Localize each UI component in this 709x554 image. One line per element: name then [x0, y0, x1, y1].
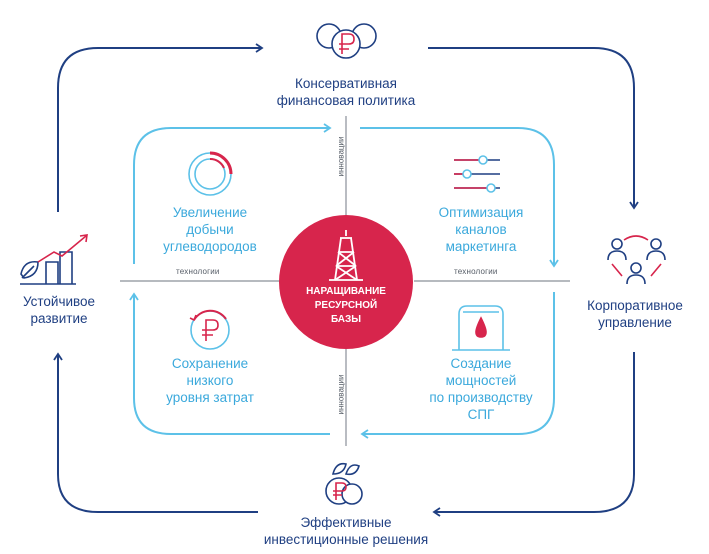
inner-cycle	[129, 123, 559, 439]
inner-label-line: маркетинга	[445, 239, 517, 254]
lng-tank-icon	[452, 305, 510, 351]
outer-label-line: Эффективные	[300, 515, 392, 530]
outer-label-line: Корпоративное	[587, 298, 683, 313]
axis-lines	[120, 116, 570, 446]
outer-label-line: инвестиционные решения	[263, 532, 429, 547]
inner-label-line: уровня затрат	[166, 390, 254, 405]
outer-label-line: управление	[598, 315, 672, 330]
outer-arrow-top-left	[57, 43, 264, 212]
outer-label-bottom: Эффективные инвестиционные решения	[236, 514, 456, 548]
outer-label-line: финансовая политика	[276, 93, 416, 108]
outer-label-line: развитие	[30, 311, 88, 326]
inner-label-top-left: Увеличение добычи углеводородов	[150, 204, 270, 255]
inner-label-line: Сохранение	[171, 356, 249, 371]
inner-label-line: Создание	[450, 356, 512, 371]
inner-label-line: добычи	[186, 222, 234, 237]
outer-label-left: Устойчивое развитие	[4, 293, 114, 327]
outer-arrow-bottom-right	[432, 352, 635, 517]
axis-label-top: инновации	[336, 136, 346, 177]
outer-label-line: Консервативная	[295, 76, 397, 91]
inner-label-bottom-left: Сохранение низкого уровня затрат	[148, 355, 272, 406]
sliders-icon	[454, 155, 500, 193]
production-ring-icon	[188, 151, 233, 196]
inner-label-top-right: Оптимизация каналов маркетинга	[418, 204, 544, 255]
axis-label-right: технологии	[454, 267, 498, 276]
inner-label-line: СПГ	[467, 407, 495, 422]
oil-rig-icon	[329, 230, 363, 281]
outer-cycle	[53, 43, 639, 517]
inner-arrow-bottom-left	[129, 292, 330, 435]
inner-label-line: Увеличение	[172, 205, 248, 220]
people-network-icon	[607, 235, 666, 285]
inner-label-line: Оптимизация	[438, 205, 524, 220]
inner-label-line: каналов	[455, 222, 507, 237]
center-label-line: НАРАЩИВАНИЕ	[306, 286, 386, 297]
inner-label-line: низкого	[186, 373, 234, 388]
ruble-coins-icon	[316, 23, 377, 59]
inner-arrow-top-left	[133, 123, 332, 264]
outer-arrow-bottom-left	[53, 352, 258, 513]
outer-label-top: Консервативная финансовая политика	[246, 75, 446, 109]
axis-label-bottom: инновации	[336, 374, 346, 415]
inner-arrow-bottom-right	[360, 292, 555, 439]
axis-label-left: технологии	[176, 267, 220, 276]
center-label-line: РЕСУРСНОЙ	[314, 300, 378, 311]
outer-label-line: Устойчивое	[22, 294, 96, 309]
outer-arrow-top-right	[428, 47, 639, 210]
outer-label-right: Корпоративное управление	[570, 297, 700, 331]
ruble-cycle-icon	[189, 309, 230, 350]
center-label: НАРАЩИВАНИЕ РЕСУРСНОЙ БАЗЫ	[300, 285, 392, 327]
center-circle	[279, 215, 413, 349]
inner-label-line: мощностей	[445, 373, 517, 388]
ruble-fruit-icon	[325, 462, 363, 505]
inner-arrow-top-right	[360, 127, 559, 268]
center-label-line: БАЗЫ	[330, 314, 362, 325]
inner-label-line: углеводородов	[163, 239, 257, 254]
inner-label-bottom-right: Создание мощностей по производству СПГ	[414, 355, 548, 423]
inner-label-line: по производству	[429, 390, 533, 405]
leaf-growth-chart-icon	[20, 234, 88, 285]
